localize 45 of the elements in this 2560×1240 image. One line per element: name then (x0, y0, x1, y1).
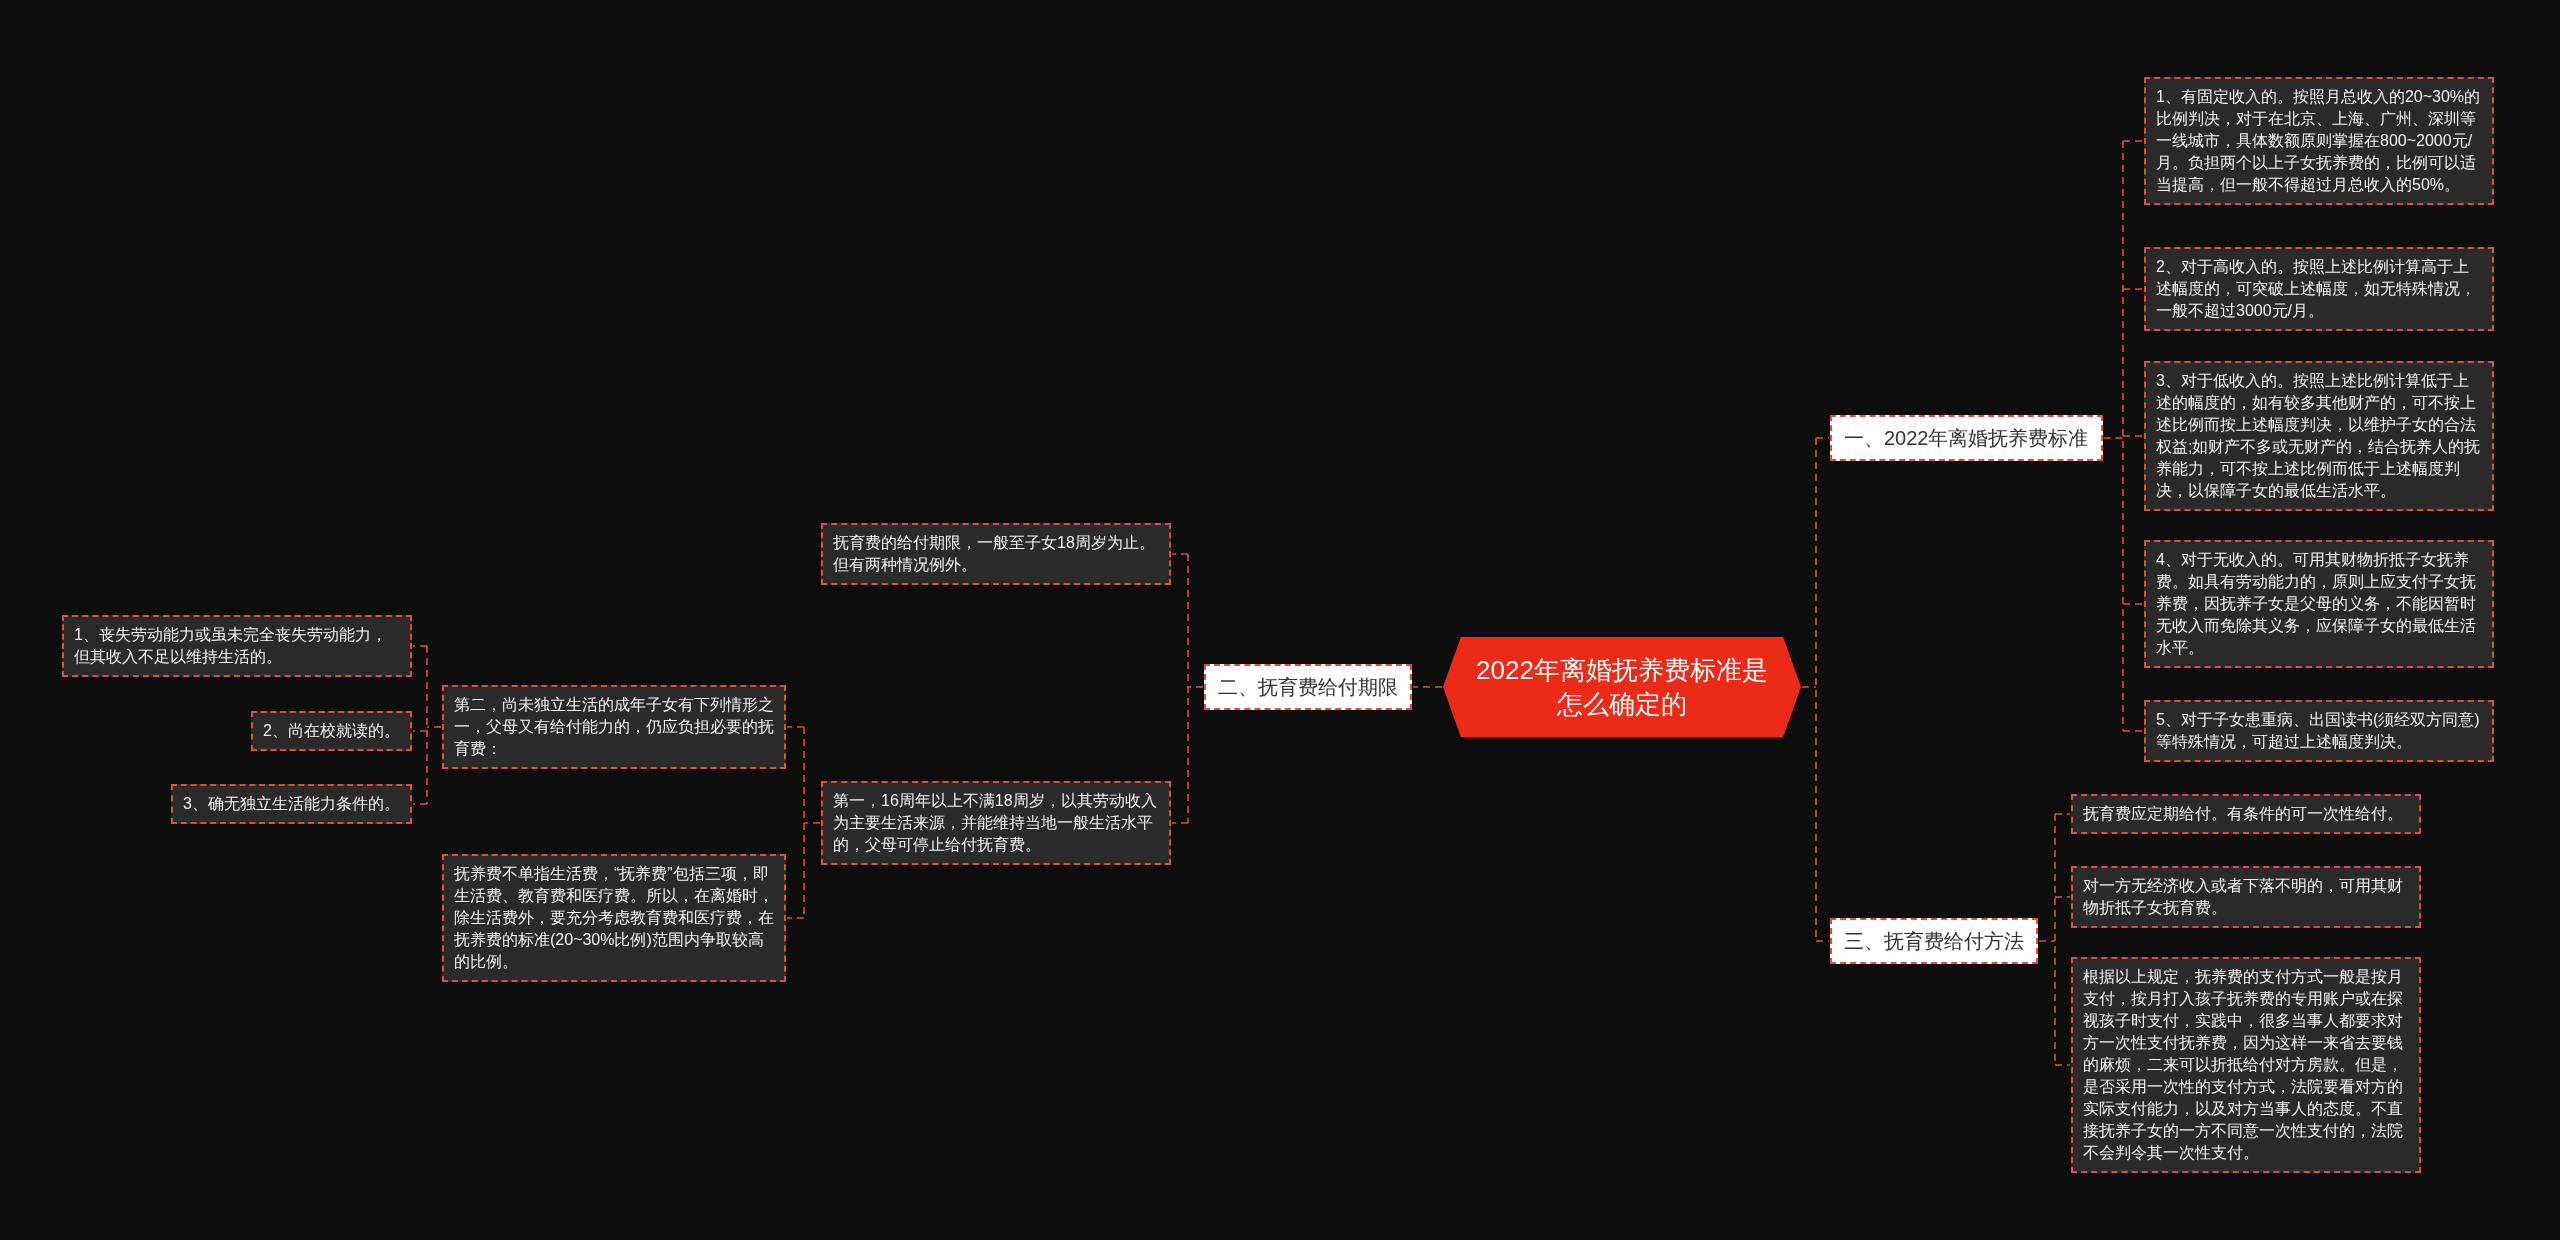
topic-text: 一、2022年离婚抚养费标准 (1844, 426, 2089, 451)
note-card (442, 854, 786, 982)
note-text: 3、对于低收入的。按照上述比例计算低于上述的幅度的，如有较多其他财产的，可不按上述比例而按上述幅度判决，以维护子女的合法权益;如财产不多或无财产的，结合抚养人的抚养能力，可不按上述比例而低于上述幅度判决，以保障子女的最低生活水平。 (2156, 371, 2482, 501)
note-card (821, 781, 1171, 865)
note-text: 抚育费的给付期限，一般至子女18周岁为止。但有两种情况例外。 (833, 533, 1156, 575)
note-text: 抚育费应定期给付。有条件的可一次性给付。 (2083, 804, 2404, 824)
note-card (2071, 866, 2421, 928)
note-text: 2、对于高收入的。按照上述比例计算高于上述幅度的，可突破上述幅度，如无特殊情况，一般不超过3000元/月。 (2156, 257, 2477, 321)
central-topic-text: 2022年离婚抚养费标准是怎么确定的 (1475, 654, 1769, 721)
note-text: 4、对于无收入的。可用其财物折抵子女抚养费。如具有劳动能力的，原则上应支付子女抚养费，因抚养子女是父母的义务，不能因暂时无收入而免除其义务，应保障子女的最低生活水平。 (2156, 550, 2477, 658)
note-card (2144, 540, 2494, 668)
note-card (821, 523, 1171, 585)
topic-text: 二、抚育费给付期限 (1218, 675, 1398, 700)
connector-line (2102, 140, 2144, 732)
note-text: 3、确无独立生活能力条件的。 (183, 794, 400, 814)
topic-card (1830, 918, 2038, 964)
note-card (2144, 361, 2494, 511)
connector-line (2038, 813, 2071, 1066)
note-text: 抚养费不单指生活费，“抚养费”包括三项，即生活费、教育费和医疗费。所以，在离婚时，除生活费外，要充分考虑教育费和医疗费，在抚养费的标准(20~30%比例)范围内争取较高的比例。 (454, 864, 774, 972)
note-text: 2、尚在校就读的。 (263, 721, 400, 741)
connector-line (1171, 553, 1204, 824)
central-topic-hexagon (1443, 637, 1801, 737)
note-card (2144, 700, 2494, 762)
note-text: 对一方无经济收入或者下落不明的，可用其财物折抵子女抚育费。 (2083, 876, 2404, 918)
note-text: 1、有固定收入的。按照月总收入的20~30%的比例判决，对于在北京、上海、广州、深圳等一线城市，具体数额原则掌握在800~2000元/月。负担两个以上子女抚养费的，比例可以适当提高，但一般不得超过月总收入的50%。 (2156, 87, 2482, 195)
note-text: 5、对于子女患重病、出国读书(须经双方同意)等特殊情况，可超过上述幅度判决。 (2156, 710, 2481, 752)
connector-line (412, 645, 442, 805)
note-card (62, 615, 412, 677)
connector-line (1412, 686, 1443, 688)
note-text: 1、丧失劳动能力或虽未完全丧失劳动能力，但其收入不足以维持生活的。 (74, 625, 388, 667)
note-text: 第二，尚未独立生活的成年子女有下列情形之一，父母又有给付能力的，仍应负担必要的抚育费： (454, 695, 774, 759)
topic-text: 三、抚育费给付方法 (1844, 929, 2024, 954)
topic-card (1830, 415, 2103, 461)
note-text: 根据以上规定，抚养费的支付方式一般是按月支付，按月打入孩子抚养费的专用账户或在探视孩子时支付，实践中，很多当事人都要求对方一次性支付抚养费，因为这样一来省去要钱的麻烦，二来可以折抵给付对方房款。但是，是否采用一次性的支付方式，法院要看对方的实际支付能力，以及对方当事人的态度。不直接抚养子女的一方不同意一次性支付的，法院不会判令其一次性支付。 (2083, 967, 2404, 1163)
note-card (171, 784, 412, 824)
note-text: 第一，16周年以上不满18周岁，以其劳动收入为主要生活来源，并能维持当地一般生活水平的，父母可停止给付抚育费。 (833, 791, 1158, 855)
topic-card (1204, 664, 1412, 710)
connector-line (786, 726, 821, 919)
note-card (2144, 247, 2494, 331)
note-card (442, 685, 786, 769)
note-card (2071, 957, 2421, 1173)
connector-line (1801, 437, 1830, 942)
note-card (2071, 794, 2421, 834)
note-card (251, 711, 412, 751)
note-card (2144, 77, 2494, 205)
